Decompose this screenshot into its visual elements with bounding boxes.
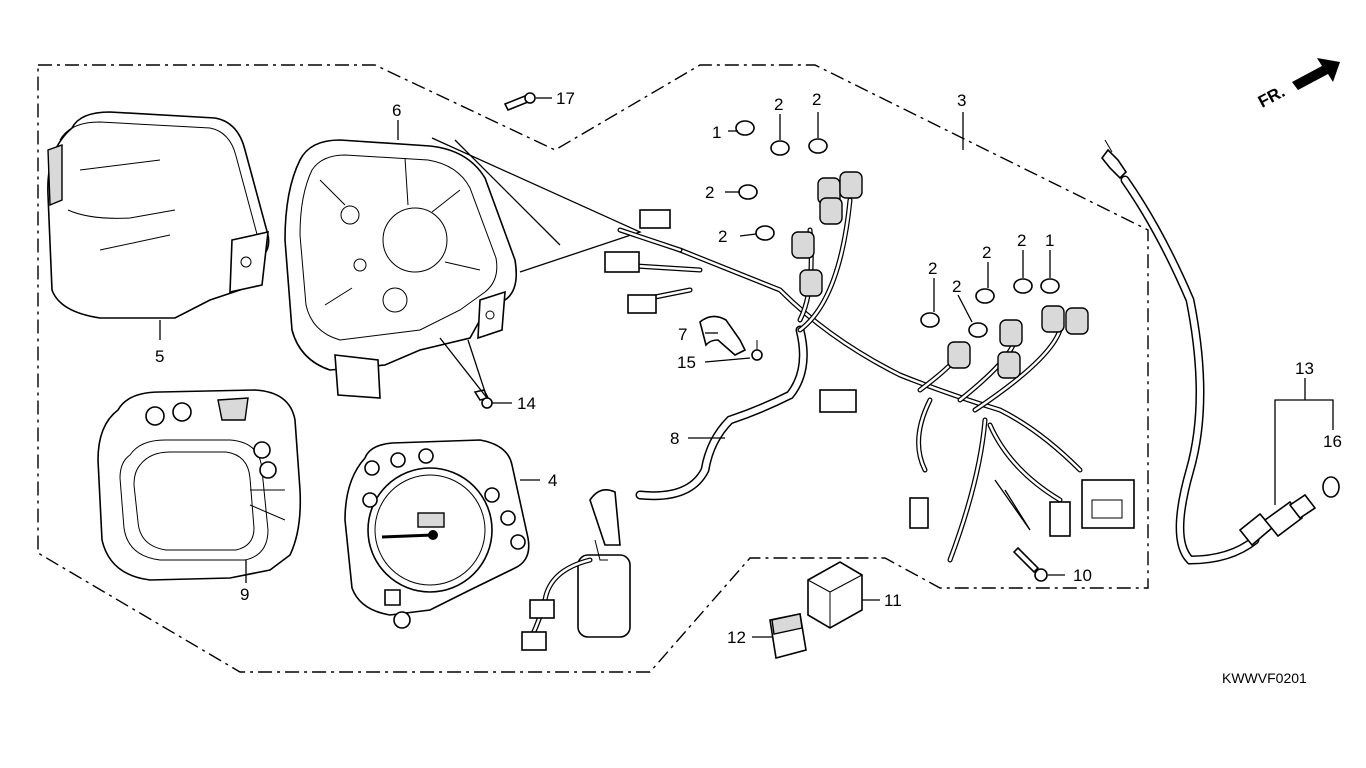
callout-2b: 2 [812, 90, 821, 109]
connector-12 [769, 613, 807, 660]
callout-16: 16 [1323, 432, 1342, 451]
bulbs [735, 120, 1060, 338]
harness-clamp [699, 315, 747, 356]
meter-visor [47, 111, 270, 319]
arrow-icon [1292, 58, 1340, 90]
direction-label: FR. [1255, 82, 1288, 112]
callout-9: 9 [240, 585, 249, 604]
screw-10 [1012, 546, 1048, 582]
callout-15: 15 [677, 353, 696, 372]
callout-4: 4 [548, 471, 557, 490]
callout-2d: 2 [718, 227, 727, 246]
callout-3: 3 [957, 91, 966, 110]
callout-17: 17 [556, 89, 575, 108]
speedometer-cable [1100, 139, 1274, 565]
o-ring-16 [1322, 476, 1340, 498]
meter-panel [97, 389, 302, 581]
callout-11: 11 [884, 591, 902, 610]
callout-1a: 1 [712, 123, 721, 142]
callout-2e: 2 [928, 259, 937, 278]
relay-11 [807, 561, 863, 629]
speedometer-face [344, 439, 530, 629]
callout-10: 10 [1073, 566, 1092, 585]
callout-2c: 2 [705, 183, 714, 202]
callout-12: 12 [727, 628, 746, 647]
callout-2a: 2 [774, 95, 783, 114]
front-direction-arrow: FR. [1255, 58, 1340, 112]
callout-1b: 1 [1045, 231, 1054, 250]
callout-2f: 2 [952, 277, 961, 296]
callout-6: 6 [392, 101, 401, 120]
callout-7: 7 [678, 325, 687, 344]
callout-13: 13 [1295, 359, 1314, 378]
callout-2h: 2 [1017, 231, 1026, 250]
callout-5: 5 [155, 347, 164, 366]
callout-8: 8 [670, 429, 679, 448]
bulb-sockets [791, 171, 1089, 379]
cable-end-13 [1263, 493, 1317, 538]
assembly-boundary [37, 64, 1149, 673]
callout-14: 14 [517, 394, 536, 413]
screw-17 [503, 92, 536, 112]
diagram-code: KWWVF0201 [1222, 670, 1307, 686]
meter-case [284, 139, 518, 399]
meter-harness [521, 171, 1135, 651]
screw-15 [751, 340, 763, 361]
callout-2g: 2 [982, 243, 991, 262]
